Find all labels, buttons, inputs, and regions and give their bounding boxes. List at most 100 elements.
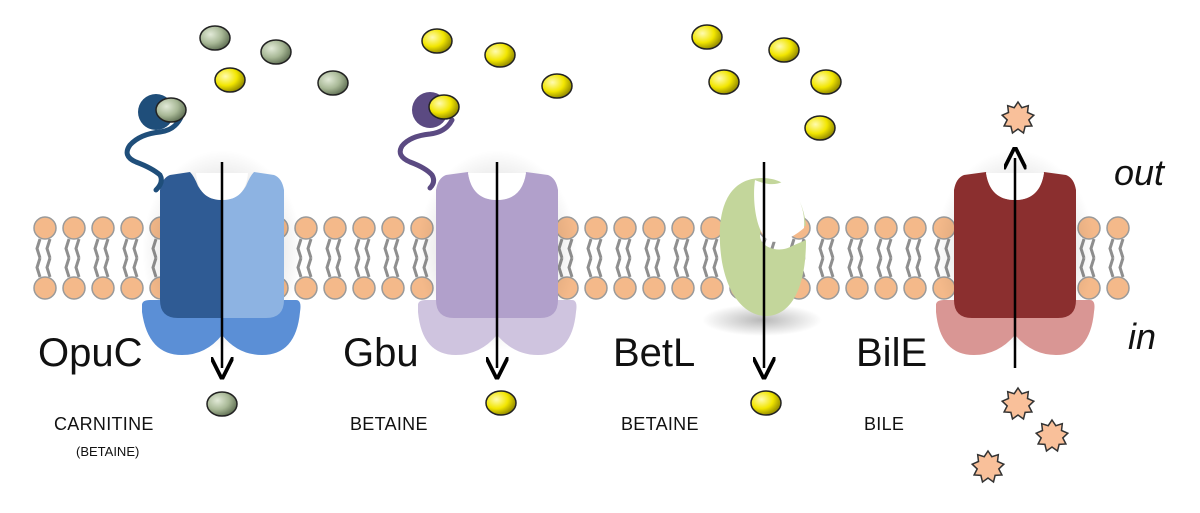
lipid-tail (876, 238, 883, 259)
lipid-tail (364, 238, 371, 259)
lipid-head (816, 216, 840, 240)
lipid-tail (383, 257, 390, 278)
lipid-tail (915, 238, 922, 259)
lipid-head (91, 276, 115, 300)
lipid-tail (64, 257, 71, 278)
lipid-tail (596, 257, 603, 278)
lipid-head (33, 276, 57, 300)
lipid-head (323, 216, 347, 240)
star-burst-icon (1000, 386, 1036, 421)
lipid-tail (683, 238, 690, 259)
lipid-tail (335, 238, 342, 259)
inside-label: in (1128, 316, 1157, 357)
lipid-tail (1118, 238, 1125, 259)
lipid-head (845, 216, 869, 240)
yellow-ball-icon (691, 24, 723, 50)
lipid-tail (412, 257, 419, 278)
lipid-head (642, 276, 666, 300)
grey-green-ball-icon (206, 391, 238, 417)
lipid-head (323, 276, 347, 300)
substrate-molecules (155, 24, 1070, 484)
lipid-tail (586, 238, 593, 259)
yellow-ball-icon (708, 69, 740, 95)
lipid-head (33, 216, 57, 240)
yellow-ball-icon (485, 390, 517, 416)
betl-transporter (702, 178, 822, 336)
lipid-tail (364, 257, 371, 278)
opuc-secondary-substrate-label: (BETAINE) (76, 444, 140, 459)
lipid-head (816, 276, 840, 300)
lipid-tail (712, 238, 719, 259)
lipid-tail (615, 257, 622, 278)
lipid-head (120, 276, 144, 300)
lipid-head (845, 276, 869, 300)
lipid-tail (412, 238, 419, 259)
grey-green-ball-icon (317, 70, 349, 96)
yellow-ball-icon (484, 42, 516, 68)
lipid-tail (35, 257, 42, 278)
lipid-head (874, 216, 898, 240)
lipid-head (700, 216, 724, 240)
lipid-tail (45, 238, 52, 259)
lipid-head (91, 216, 115, 240)
lipid-tail (886, 257, 893, 278)
gbu-tether (397, 117, 455, 191)
opuc-tether (124, 112, 185, 193)
lipid-tail (93, 257, 100, 278)
bile-label: BilE (856, 331, 928, 375)
lipid-tail (132, 257, 139, 278)
opuc-transporter (124, 94, 302, 355)
lipid-tail (847, 257, 854, 278)
lipid-tail (857, 238, 864, 259)
lipid-tail (596, 238, 603, 259)
lipid-tail (1108, 257, 1115, 278)
lipid-tail (673, 238, 680, 259)
lipid-head (62, 276, 86, 300)
lipid-head (874, 276, 898, 300)
lipid-tail (586, 257, 593, 278)
grey-green-ball-icon (199, 25, 231, 51)
lipid-tail (122, 257, 129, 278)
lipid-tail (306, 238, 313, 259)
yellow-ball-icon (214, 67, 246, 93)
star-burst-icon (1000, 100, 1036, 135)
lipid-tail (702, 257, 709, 278)
gbu-transporter (397, 92, 577, 355)
lipid-tail (683, 257, 690, 278)
lipid-tail (615, 238, 622, 259)
lipid-tail (876, 257, 883, 278)
lipid-tail (325, 257, 332, 278)
lipid-tail (93, 238, 100, 259)
lipid-tail (625, 238, 632, 259)
lipid-tail (818, 257, 825, 278)
betl-substrate-label: BETAINE (621, 414, 699, 434)
lipid-head (1106, 276, 1130, 300)
yellow-ball-icon (541, 73, 573, 99)
opuc-left-half (160, 172, 222, 318)
lipid-head (381, 276, 405, 300)
lipid-tail (673, 257, 680, 278)
opuc-label: OpuC (38, 331, 143, 375)
lipid-tail (325, 238, 332, 259)
lipid-tail (625, 257, 632, 278)
lipid-head (352, 216, 376, 240)
gbu-substrate-label: BETAINE (350, 414, 428, 434)
lipid-tail (74, 238, 81, 259)
lipid-tail (383, 238, 390, 259)
yellow-ball-icon (810, 69, 842, 95)
lipid-tail (644, 257, 651, 278)
lipid-head (62, 216, 86, 240)
lipid-tail (857, 257, 864, 278)
star-burst-icon (970, 449, 1006, 484)
lipid-tail (74, 257, 81, 278)
lipid-tail (35, 238, 42, 259)
lipid-tail (818, 238, 825, 259)
lipid-tail (847, 238, 854, 259)
lipid-tail (354, 238, 361, 259)
lipid-tail (905, 238, 912, 259)
lipid-head (352, 276, 376, 300)
lipid-head (294, 276, 318, 300)
lipid-head (584, 216, 608, 240)
yellow-ball-icon (428, 94, 460, 120)
lipid-head (1106, 216, 1130, 240)
